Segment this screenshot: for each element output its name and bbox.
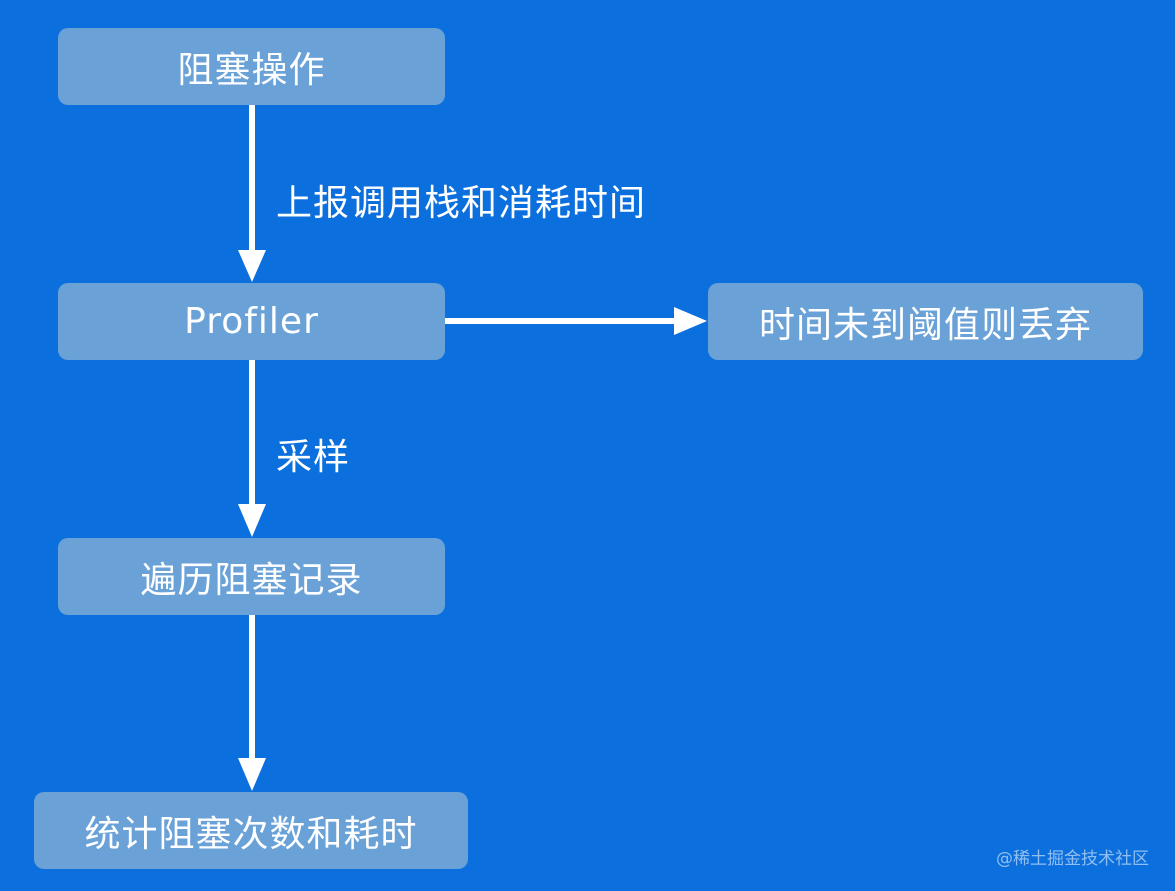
arrow-traverse-to-stats (238, 615, 266, 791)
watermark: @稀土掘金技术社区 (996, 849, 1149, 869)
node-profiler-label: Profiler (184, 301, 319, 342)
node-traverse-records-label: 遍历阻塞记录 (140, 559, 363, 601)
node-statistics-label: 统计阻塞次数和耗时 (84, 813, 418, 855)
node-discard-label: 时间未到阈值则丢弃 (758, 304, 1092, 346)
node-block-operation-label: 阻塞操作 (177, 49, 326, 91)
edge-label-sample: 采样 (276, 437, 351, 478)
arrow-profiler-to-discard (445, 307, 707, 335)
node-statistics: 统计阻塞次数和耗时 (34, 792, 468, 869)
arrow-block-to-profiler (238, 105, 266, 282)
node-traverse-records: 遍历阻塞记录 (58, 538, 445, 615)
edge-label-report: 上报调用栈和消耗时间 (276, 183, 647, 224)
node-block-operation: 阻塞操作 (58, 28, 445, 105)
node-profiler: Profiler (58, 283, 445, 360)
arrow-profiler-to-traverse (238, 360, 266, 537)
node-discard: 时间未到阈值则丢弃 (708, 283, 1143, 360)
